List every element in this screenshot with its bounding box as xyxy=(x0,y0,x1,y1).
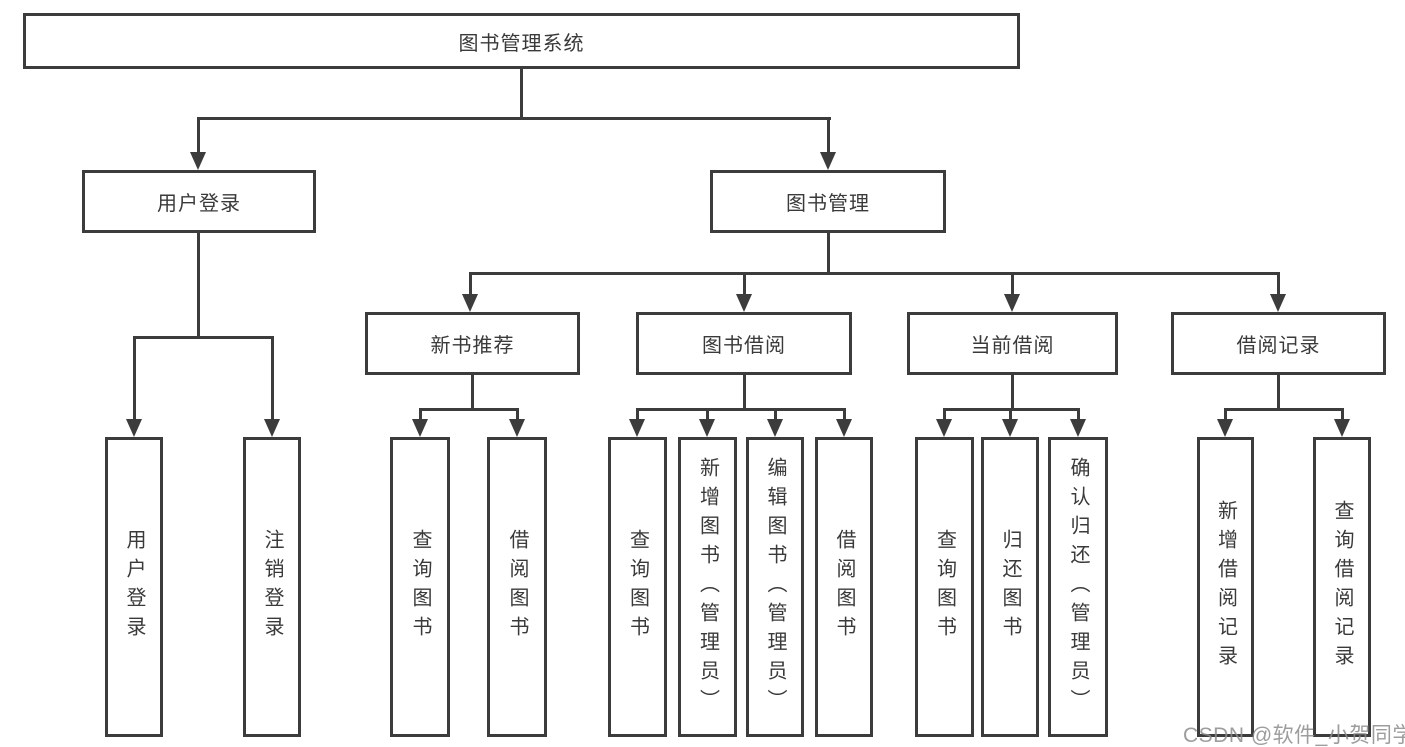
connector-stub xyxy=(943,408,946,419)
leaf-return-books-label: 归还图书 xyxy=(999,529,1021,645)
node-current-borrow-label: 当前借阅 xyxy=(970,335,1055,357)
connector-to-book-borrow xyxy=(743,272,746,294)
connector-user-login-hline xyxy=(133,336,274,339)
leaf-user-login: 用户登录 xyxy=(105,437,163,737)
leaf-borrow-books-label: 借阅图书 xyxy=(833,529,855,645)
leaf-query-books-recommend: 查询图书 xyxy=(390,437,450,737)
arrow-leaf-query-books-borrow xyxy=(629,419,645,437)
arrow-leaf-query-borrow-record xyxy=(1334,419,1350,437)
leaf-edit-books-admin: 编辑图书（管理员） xyxy=(746,437,804,737)
connector-stub xyxy=(516,408,519,419)
connector-stub xyxy=(706,408,709,419)
arrow-new-books xyxy=(462,294,478,312)
connector-to-user-login xyxy=(197,117,200,152)
node-new-books-label: 新书推荐 xyxy=(430,335,515,357)
node-root: 图书管理系统 xyxy=(23,13,1020,69)
leaf-query-books-borrow: 查询图书 xyxy=(608,437,667,737)
connector-stub xyxy=(843,408,846,419)
arrow-leaf-return-books xyxy=(1002,419,1018,437)
node-user-login-label: 用户登录 xyxy=(157,193,241,215)
node-current-borrow: 当前借阅 xyxy=(907,312,1118,375)
node-user-login: 用户登录 xyxy=(82,170,316,233)
leaf-add-borrow-record: 新增借阅记录 xyxy=(1197,437,1254,737)
arrow-book-management xyxy=(820,152,836,170)
leaf-logout: 注销登录 xyxy=(243,437,301,737)
connector-to-leaf-user-login xyxy=(133,336,136,419)
connector-book-management-drop xyxy=(827,233,830,272)
connector-stub xyxy=(419,408,422,419)
leaf-borrow-books-recommend: 借阅图书 xyxy=(487,437,547,737)
arrow-leaf-edit-books xyxy=(767,419,783,437)
node-root-label: 图书管理系统 xyxy=(458,32,585,55)
connector-to-current-borrow xyxy=(1011,272,1014,294)
arrow-leaf-query-books-current xyxy=(936,419,952,437)
leaf-query-borrow-record-label: 查询借阅记录 xyxy=(1331,500,1353,674)
arrow-leaf-add-borrow-record xyxy=(1217,419,1233,437)
leaf-add-books-admin-label: 新增图书（管理员） xyxy=(696,456,719,718)
leaf-user-login-label: 用户登录 xyxy=(123,529,145,645)
leaf-confirm-return-admin-label: 确认归还（管理员） xyxy=(1067,456,1089,718)
leaf-query-books-recommend-label: 查询图书 xyxy=(409,529,431,645)
arrow-borrow-records xyxy=(1270,294,1286,312)
connector-stub xyxy=(636,408,639,419)
csdn-watermark: CSDN @软件_小贺同学 xyxy=(1183,724,1405,747)
connector-stub xyxy=(1077,408,1080,419)
leaf-logout-label: 注销登录 xyxy=(261,529,283,645)
arrow-user-login xyxy=(190,152,206,170)
connector-stub xyxy=(1341,408,1344,419)
arrow-book-borrow xyxy=(736,294,752,312)
connector-book-borrow-drop xyxy=(743,375,746,408)
connector-to-borrow-records xyxy=(1277,272,1280,294)
connector-to-new-books xyxy=(469,272,472,294)
connector-user-login-drop xyxy=(197,233,200,336)
arrow-leaf-borrow-books-recommend xyxy=(509,419,525,437)
arrow-current-borrow xyxy=(1004,294,1020,312)
leaf-borrow-books: 借阅图书 xyxy=(815,437,873,737)
leaf-confirm-return-admin: 确认归还（管理员） xyxy=(1048,437,1108,737)
leaf-edit-books-admin-label: 编辑图书（管理员） xyxy=(764,456,786,718)
connector-to-book-management xyxy=(827,117,830,152)
arrow-leaf-borrow-books xyxy=(836,419,852,437)
node-new-books: 新书推荐 xyxy=(365,312,580,375)
leaf-query-books-current-label: 查询图书 xyxy=(933,529,956,645)
arrow-leaf-query-books-recommend xyxy=(412,419,428,437)
leaf-add-books-admin: 新增图书（管理员） xyxy=(678,437,737,737)
arrow-leaf-logout xyxy=(264,419,280,437)
connector-new-books-hline xyxy=(419,408,519,411)
connector-root-hline xyxy=(197,117,831,120)
arrow-leaf-confirm-return xyxy=(1070,419,1086,437)
connector-borrow-records-drop xyxy=(1277,375,1280,408)
node-borrow-records: 借阅记录 xyxy=(1171,312,1386,375)
leaf-borrow-books-recommend-label: 借阅图书 xyxy=(506,529,528,645)
leaf-return-books: 归还图书 xyxy=(981,437,1039,737)
connector-current-borrow-drop xyxy=(1011,375,1014,408)
leaf-add-borrow-record-label: 新增借阅记录 xyxy=(1214,500,1237,674)
leaf-query-borrow-record: 查询借阅记录 xyxy=(1313,437,1371,737)
connector-book-management-hline xyxy=(469,272,1279,275)
connector-borrow-records-hline xyxy=(1224,408,1343,411)
connector-stub xyxy=(774,408,777,419)
connector-root-drop xyxy=(520,69,523,117)
connector-stub xyxy=(1009,408,1012,419)
connector-to-leaf-logout xyxy=(271,336,274,419)
node-book-management-label: 图书管理 xyxy=(786,193,870,215)
arrow-leaf-user-login xyxy=(126,419,142,437)
node-borrow-records-label: 借阅记录 xyxy=(1236,335,1321,357)
leaf-query-books-current: 查询图书 xyxy=(915,437,974,737)
leaf-query-books-borrow-label: 查询图书 xyxy=(626,529,649,645)
connector-stub xyxy=(1224,408,1227,419)
node-book-management: 图书管理 xyxy=(710,170,946,233)
connector-new-books-drop xyxy=(471,375,474,408)
arrow-leaf-add-books xyxy=(699,419,715,437)
connector-book-borrow-hline xyxy=(636,408,845,411)
node-book-borrow: 图书借阅 xyxy=(636,312,852,375)
node-book-borrow-label: 图书借阅 xyxy=(702,335,786,357)
